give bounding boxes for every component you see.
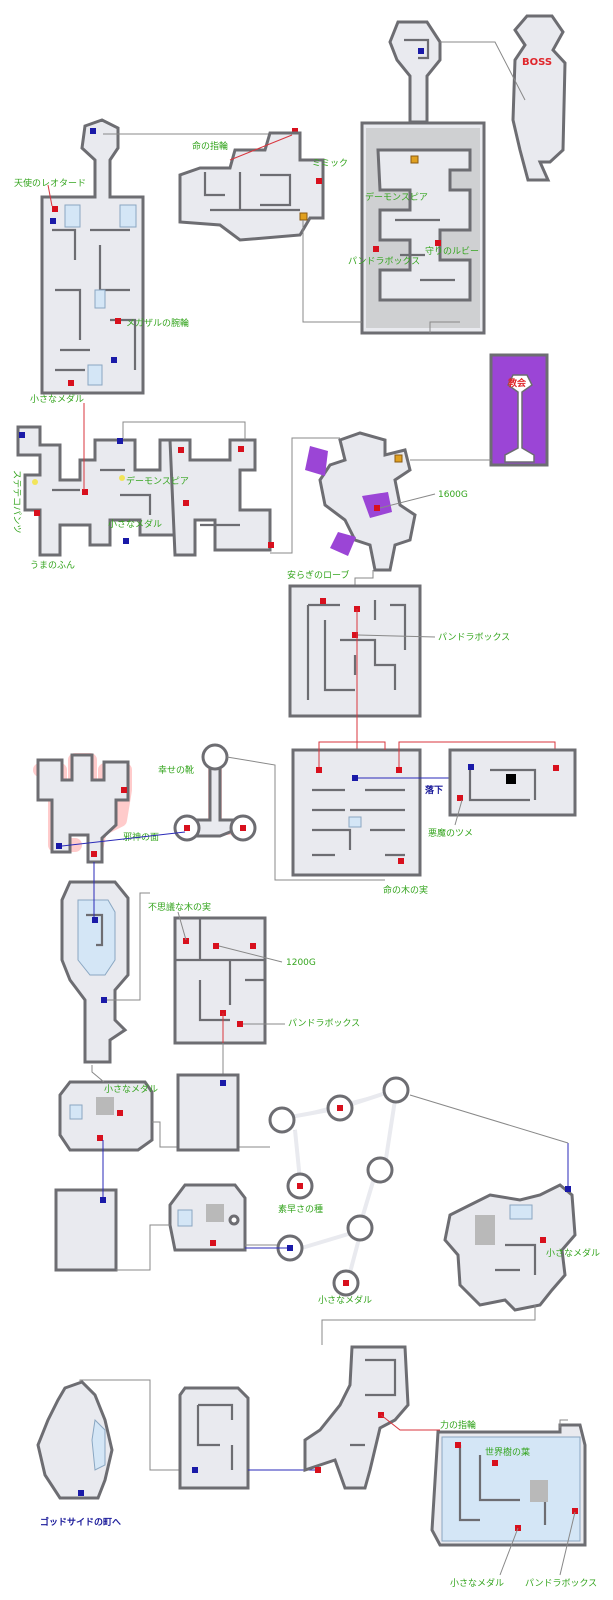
chest-small-medal-5 xyxy=(540,1237,546,1243)
chest-pandora-2 xyxy=(352,632,358,638)
door-top-left-tower xyxy=(90,128,96,134)
chest-small-medal-1 xyxy=(68,380,74,386)
label-small-medal-5: 小さなメダル xyxy=(546,1247,600,1259)
godside-room: ゴッドサイドの町へ xyxy=(36,1380,121,1528)
gold-cave: 1600G xyxy=(305,431,468,572)
label-pandora-box-4: パンドラボックス xyxy=(525,1578,597,1589)
tall-room-bottom xyxy=(303,1345,410,1490)
label-mimic: ミミック xyxy=(312,158,348,169)
label-lucky-shoes: 幸せの靴 xyxy=(158,764,194,776)
church: 教会 xyxy=(489,353,549,467)
fall-room: 落下 悪魔のツメ xyxy=(425,748,577,839)
chest-evil-mask xyxy=(91,851,97,857)
chest-agility-seed xyxy=(297,1183,303,1189)
tower-main: デーモンスピア パンドラボックス 守りのルビー xyxy=(348,121,486,335)
tower-top xyxy=(388,20,442,124)
plain-room-a xyxy=(176,1073,240,1152)
chest-mimic xyxy=(316,178,322,184)
tower-left: 天使のレオタード メガザルの腕輪 小さなメダル xyxy=(14,118,298,405)
evil-mask-area: 邪神の面 xyxy=(33,753,159,864)
medal-cave-5: 小さなメダル xyxy=(443,1183,600,1312)
plain-room-b xyxy=(54,1188,118,1272)
label-guard-ruby: 守りのルビー xyxy=(425,245,479,257)
label-megazal: メガザルの腕輪 xyxy=(126,317,189,329)
label-horse-dung: うまのふん xyxy=(30,560,75,571)
keyhole-room xyxy=(60,880,130,1064)
label-angel-leotard: 天使のレオタード xyxy=(14,177,86,189)
chest-power-ring xyxy=(455,1442,461,1448)
boss-label: BOSS xyxy=(522,57,552,68)
chest-small-medal-4 xyxy=(343,1280,349,1286)
label-to-godside: ゴッドサイドの町へ xyxy=(40,1516,121,1528)
label-pandora-box-2: パンドラボックス xyxy=(438,632,510,643)
label-sutetekopants: ステテコパンツ xyxy=(11,470,22,533)
maze-square-2: 命の木の実 xyxy=(291,748,428,896)
chest-tree-fruit xyxy=(398,858,404,864)
label-small-medal-2: 小さなメダル xyxy=(108,518,162,530)
label-power-ring: 力の指輪 xyxy=(440,1419,476,1431)
label-peace-robe: 安らぎのローブ xyxy=(287,569,349,581)
medal-room-3: 小さなメダル xyxy=(58,1080,158,1152)
chest-pandora-3 xyxy=(237,1021,243,1027)
label-demon-spear-2: デーモンスピア xyxy=(126,475,189,487)
label-pandora-box-3: パンドラボックス xyxy=(288,1018,360,1029)
life-ring-area: 命の指輪 ミミック xyxy=(178,131,348,242)
label-small-medal-6: 小さなメダル xyxy=(450,1577,504,1589)
label-mystery-fruit: 不思議な木の実 xyxy=(148,901,211,913)
door-fall xyxy=(352,775,358,781)
church-label: 教会 xyxy=(507,377,527,389)
label-small-medal-1: 小さなメダル xyxy=(30,393,84,405)
chest-pandora-4 xyxy=(572,1508,578,1514)
orb-network: 素早さの種 小さなメダル xyxy=(268,1076,410,1306)
label-tree-fruit: 命の木の実 xyxy=(383,884,428,896)
label-world-tree-leaf: 世界樹の葉 xyxy=(485,1446,530,1458)
chest-devil-claw xyxy=(457,795,463,801)
chest-mystery-fruit xyxy=(183,938,189,944)
chest-1200g xyxy=(250,943,256,949)
stone-room xyxy=(168,1183,247,1252)
world-tree-room: 力の指輪 世界樹の葉 小さなメダル パンドラボックス xyxy=(430,1419,597,1589)
chest-small-medal-3 xyxy=(117,1110,123,1116)
label-life-ring: 命の指輪 xyxy=(192,140,228,152)
label-1200g: 1200G xyxy=(286,958,316,968)
door-marker xyxy=(418,48,424,54)
chest-pandora-1 xyxy=(373,246,379,252)
lucky-shoes-area: 幸せの靴 xyxy=(158,743,257,842)
black-hole-icon xyxy=(506,774,516,784)
label-pandora-box-1: パンドラボックス xyxy=(348,256,420,267)
label-devil-claw: 悪魔のツメ xyxy=(428,827,473,839)
label-fall: 落下 xyxy=(425,784,443,796)
chest-megazal xyxy=(115,318,121,324)
maze-left: デーモンスピア 小さなメダル うまのふん ステテコパンツ xyxy=(11,425,274,571)
label-agility-seed: 素早さの種 xyxy=(278,1203,323,1215)
label-small-medal-3: 小さなメダル xyxy=(104,1083,158,1095)
chest-lucky-shoes xyxy=(184,825,190,831)
maze-square-1: 安らぎのローブ パンドラボックス xyxy=(287,569,510,718)
boss-room: BOSS xyxy=(511,14,567,182)
label-small-medal-4: 小さなメダル xyxy=(318,1294,372,1306)
room-square-bottom xyxy=(178,1386,250,1490)
chest-ruby xyxy=(435,240,441,246)
chest-peace-robe xyxy=(320,598,326,604)
chest-world-tree-leaf xyxy=(492,1460,498,1466)
label-demon-spear-1: デーモンスピア xyxy=(365,191,428,203)
mystery-room: 不思議な木の実 1200G パンドラボックス xyxy=(148,901,360,1045)
chest-angel-leotard xyxy=(52,206,58,212)
chest-1600g xyxy=(374,505,380,511)
label-1600g: 1600G xyxy=(438,490,468,500)
